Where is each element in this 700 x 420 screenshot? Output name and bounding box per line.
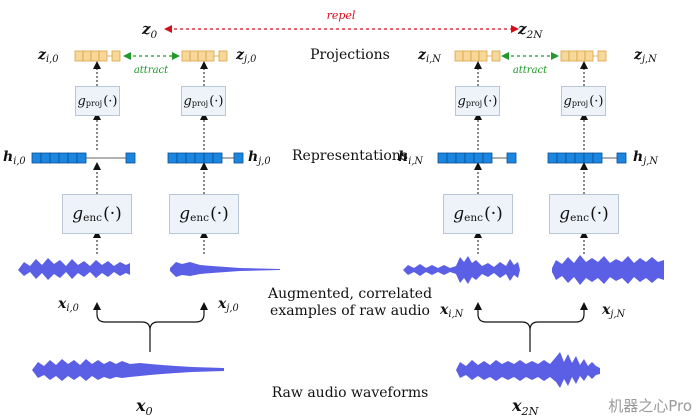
waveform-raw-0: [32, 359, 224, 381]
waveform-raw-2N: [456, 352, 600, 388]
representation-vector-iN: [437, 152, 517, 164]
projection-vector-i0: [74, 50, 121, 62]
x-jN-label: xj,N: [602, 302, 626, 321]
branch-left-j: [149, 302, 208, 331]
attract-label-right: attract: [513, 65, 548, 76]
augmented-label: Augmented, correlated examples of raw au…: [258, 286, 442, 320]
augmented-label-line2: examples of raw audio: [270, 303, 430, 319]
z-j0-label: zj,0: [236, 47, 257, 66]
h-i0-label: hi,0: [3, 149, 26, 168]
z0-label: z0: [142, 20, 158, 41]
waveform-aug-iN: [403, 256, 520, 284]
branch-right-j: [529, 302, 588, 331]
representation-vector-i0: [31, 152, 136, 164]
watermark: 机器之心Pro: [608, 397, 692, 415]
h-jN-label: hj,N: [633, 149, 658, 168]
representation-vector-jN: [547, 152, 627, 164]
raw-waveforms-label: Raw audio waveforms: [271, 385, 429, 401]
representation-vector-j0: [167, 152, 244, 164]
projection-vector-j0: [181, 50, 228, 62]
waveform-aug-jN: [552, 255, 664, 285]
z-jN-label: zj,N: [634, 47, 657, 66]
z2N-label: z2N: [518, 20, 543, 41]
branch-right: [474, 302, 531, 352]
attract-label-left: attract: [134, 65, 169, 76]
x0-label: x0: [136, 396, 153, 418]
x-j0-label: xj,0: [218, 296, 239, 315]
z-iN-label: zi,N: [418, 47, 441, 66]
branch-left: [93, 302, 151, 352]
x2N-label: x2N: [512, 396, 539, 418]
representations-label: Representations: [292, 148, 408, 164]
z-i0-label: zi,0: [38, 47, 59, 66]
x-i0-label: xi,0: [58, 296, 79, 315]
repel-label: repel: [327, 9, 356, 22]
h-iN-label: hi,N: [398, 149, 424, 168]
waveform-aug-j0: [170, 262, 280, 277]
projection-vector-iN: [454, 50, 501, 62]
projection-vector-jN: [560, 50, 607, 62]
h-j0-label: hj,0: [248, 149, 271, 168]
projections-label: Projections: [310, 47, 390, 63]
waveform-aug-i0: [18, 258, 130, 280]
x-iN-label: xi,N: [440, 302, 464, 321]
augmented-label-line1: Augmented, correlated: [267, 286, 433, 302]
